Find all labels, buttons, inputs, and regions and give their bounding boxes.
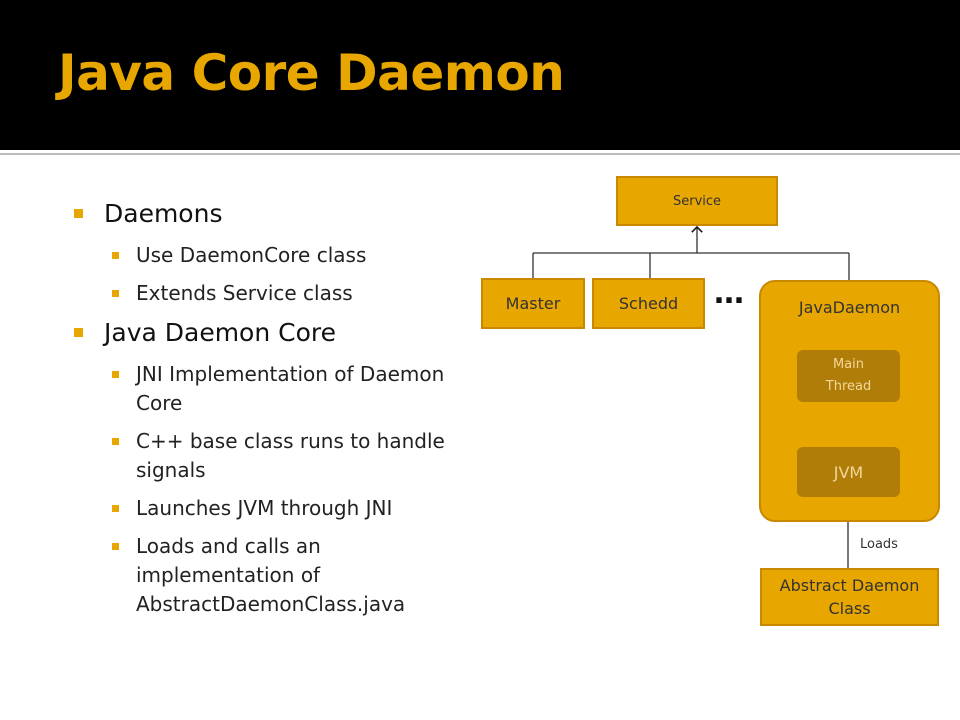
bullet-daemons: Daemons (72, 196, 482, 232)
jvm-box: JVM (797, 447, 900, 497)
bullet-marker (112, 290, 119, 297)
sub-bullet: Launches JVM through JNI (72, 494, 482, 523)
bullet-marker (112, 543, 119, 550)
service-label: Service (672, 193, 722, 209)
sub-bullet-text: Use DaemonCore class (136, 243, 367, 267)
main-thread-label: Main Thread (825, 357, 872, 394)
abstract-daemon-label: Abstract Daemon Class (779, 576, 920, 618)
bullet-marker (112, 438, 119, 445)
service-box: Service (616, 176, 778, 226)
abstract-daemon-box: Abstract Daemon Class (760, 568, 939, 626)
loads-label: Loads (860, 537, 898, 552)
javadaemon-label: JavaDaemon (798, 298, 901, 317)
title-divider (0, 153, 960, 155)
main-thread-box: Main Thread (797, 350, 900, 402)
bullet-marker (74, 328, 83, 337)
jvm-label: JVM (833, 462, 864, 482)
title-bar: Java Core Daemon (0, 0, 960, 150)
bullet-marker (74, 209, 83, 218)
bullet-marker (112, 371, 119, 378)
schedd-label: Schedd (618, 294, 679, 313)
sub-bullet: Extends Service class (72, 279, 482, 308)
sub-bullet-text: JNI Implementation of Daemon Core (136, 362, 445, 415)
bullet-text: Daemons (104, 199, 223, 228)
schedd-box: Schedd (592, 278, 705, 329)
master-box: Master (481, 278, 585, 329)
sub-bullet-text: C++ base class runs to handle signals (136, 429, 445, 482)
bullet-java-daemon-core: Java Daemon Core (72, 315, 482, 351)
sub-bullet: C++ base class runs to handle signals (72, 427, 482, 485)
bullet-text: Java Daemon Core (104, 318, 337, 347)
sub-bullet-text: Extends Service class (136, 281, 353, 305)
bullet-marker (112, 252, 119, 259)
ellipsis: … (714, 276, 745, 311)
sub-bullet-text: Loads and calls an implementation of Abs… (136, 534, 406, 616)
sub-bullet: JNI Implementation of Daemon Core (72, 360, 482, 418)
master-label: Master (505, 294, 561, 313)
sub-bullet: Loads and calls an implementation of Abs… (72, 532, 482, 619)
slide-title: Java Core Daemon (58, 44, 565, 102)
sub-bullet: Use DaemonCore class (72, 241, 482, 270)
sub-bullet-text: Launches JVM through JNI (136, 496, 393, 520)
bullet-marker (112, 505, 119, 512)
bullet-list: Daemons Use DaemonCore class Extends Ser… (72, 196, 482, 619)
